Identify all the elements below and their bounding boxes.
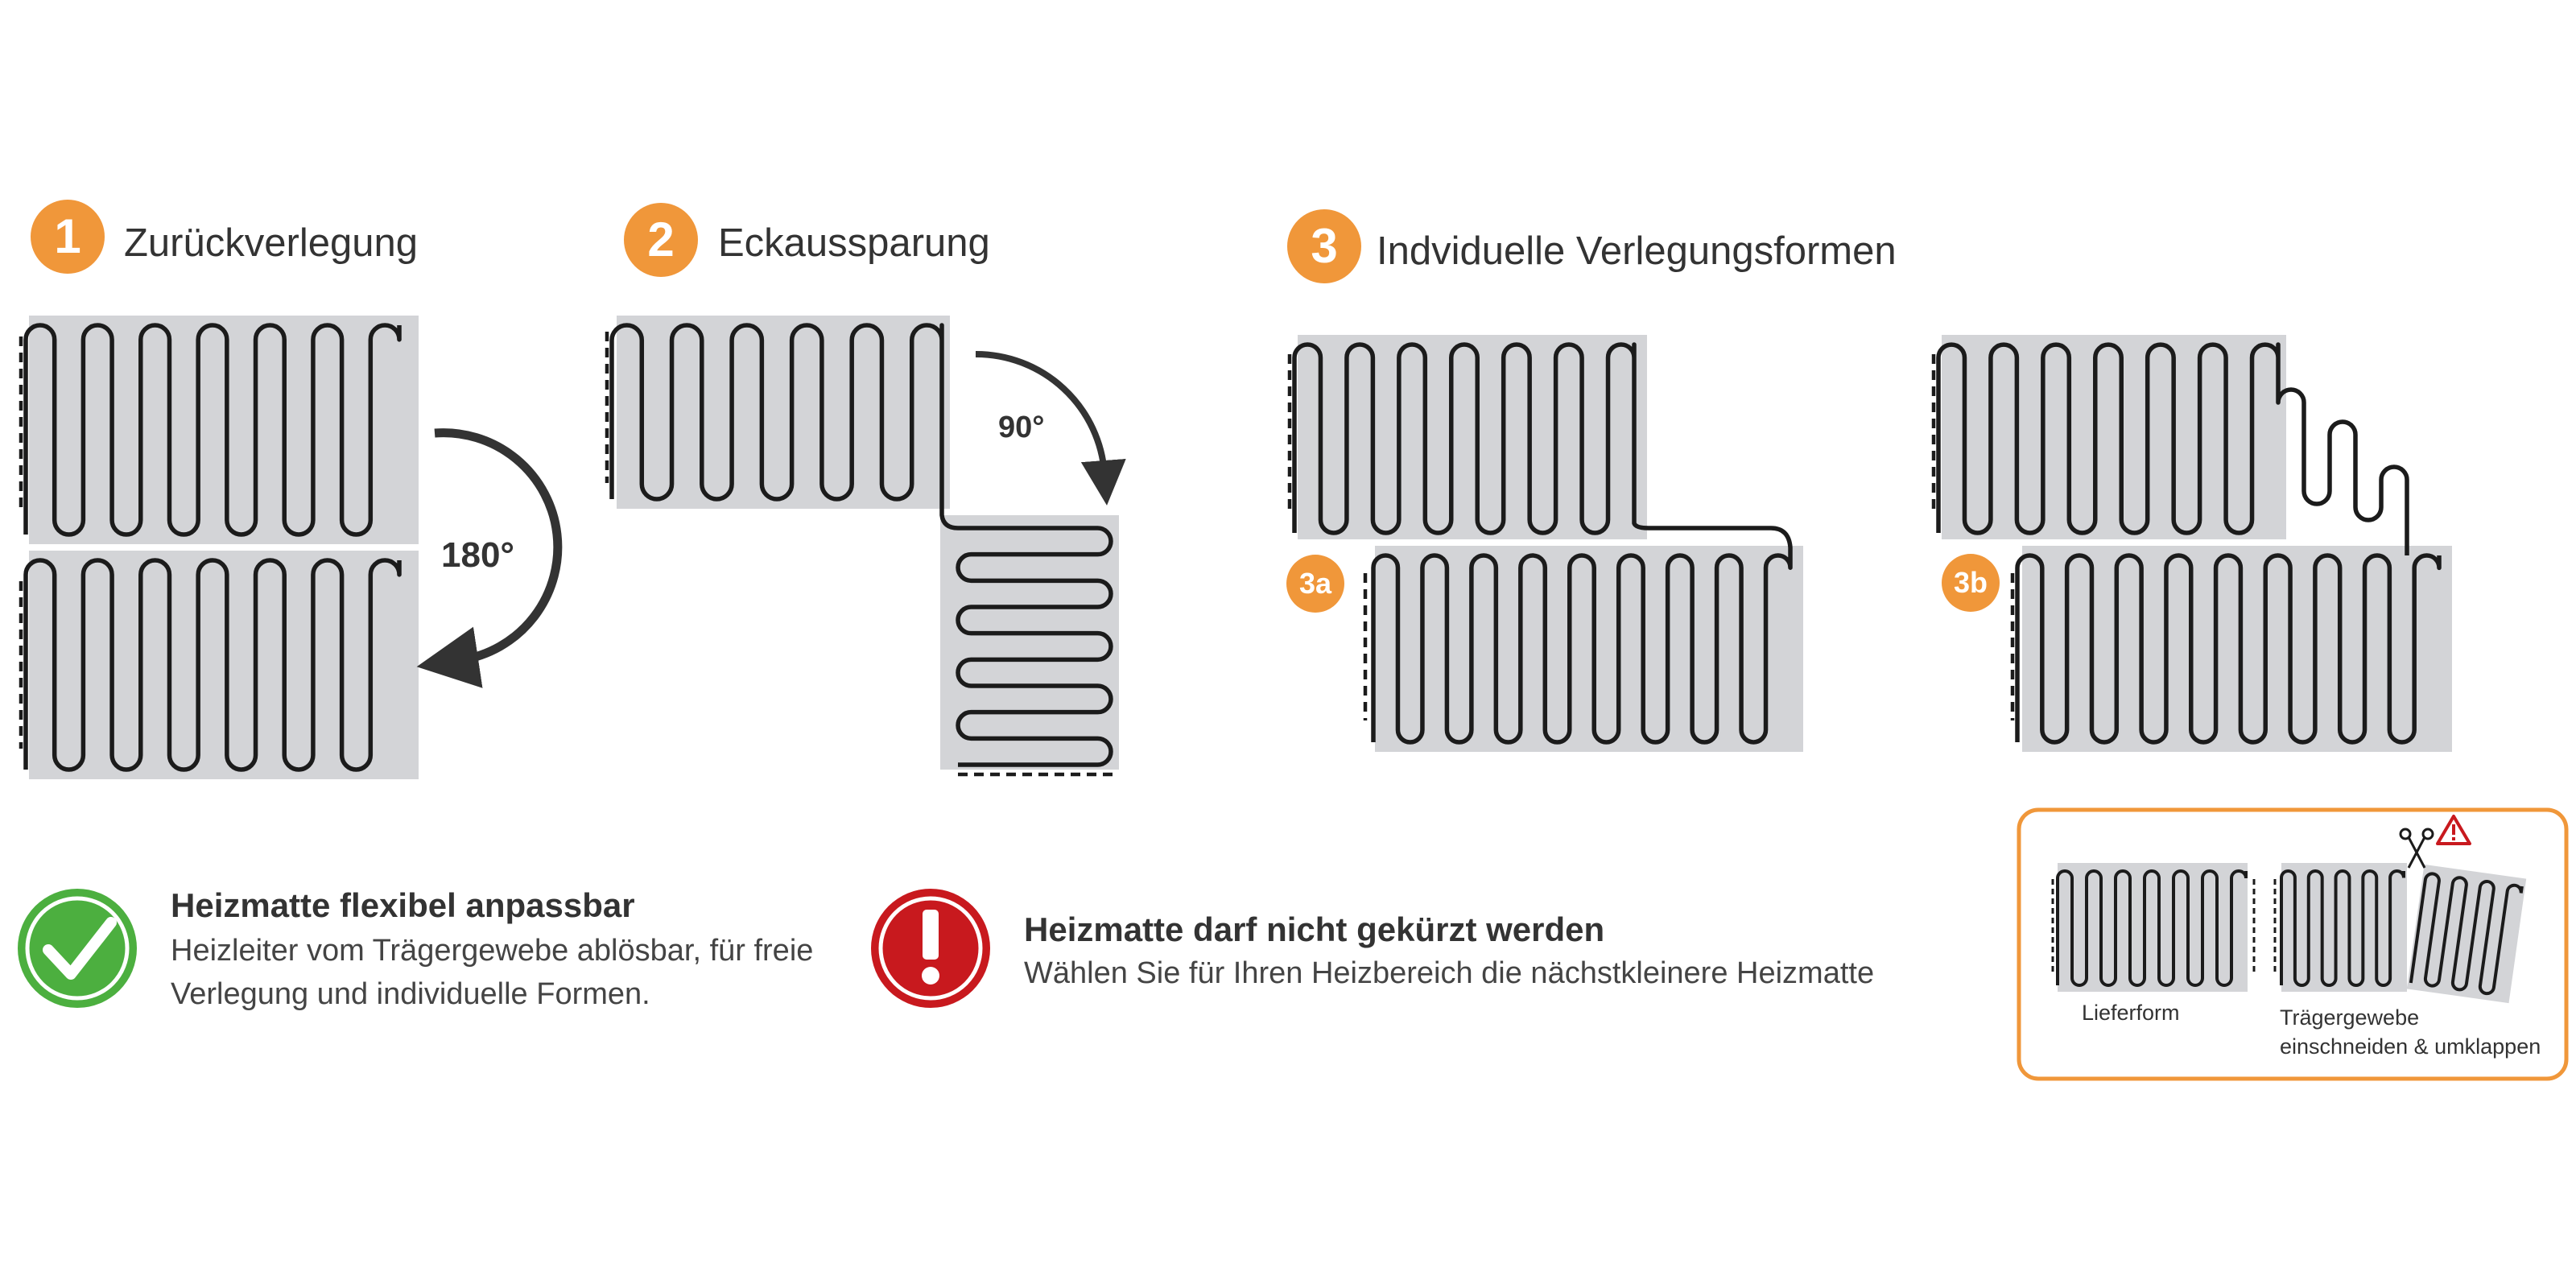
inset-wire-delivered bbox=[2056, 869, 2248, 987]
inset-mat-folded bbox=[2406, 864, 2527, 1004]
step-3-badge bbox=[1287, 209, 1361, 283]
inset-caption-cut-1: Trägergewebe bbox=[2280, 1005, 2420, 1030]
wire-1-top bbox=[23, 323, 402, 537]
exclamation-icon-dot bbox=[922, 967, 939, 985]
checkmark-icon bbox=[18, 889, 137, 1008]
exclamation-icon-ring bbox=[878, 896, 983, 1001]
wire-1-bottom bbox=[23, 558, 402, 772]
checkmark-icon-glyph bbox=[43, 917, 117, 980]
step-2-number: 2 bbox=[647, 213, 675, 266]
mat-3a-top bbox=[1298, 335, 1647, 539]
warn-note-title: Heizmatte darf nicht gekürzt werden bbox=[1024, 910, 1605, 948]
inset-wire-cut bbox=[2280, 869, 2405, 987]
mat-1-bottom bbox=[29, 551, 419, 779]
ok-note-title: Heizmatte flexibel anpassbar bbox=[171, 886, 635, 924]
rotate-arrow-icon bbox=[975, 350, 1126, 506]
step-1-number: 1 bbox=[54, 209, 81, 263]
step-3-title: Indviduelle Verlegungsformen bbox=[1377, 229, 1897, 273]
wire-3a-bottom bbox=[1371, 553, 1793, 745]
wire-3a-top bbox=[1292, 342, 1793, 555]
wire-2-top bbox=[609, 323, 959, 530]
angle-180-label: 180° bbox=[441, 535, 515, 575]
variant-3b-badge bbox=[1942, 554, 2000, 612]
variant-3a-label: 3a bbox=[1298, 567, 1332, 600]
variant-3a-badge bbox=[1286, 555, 1344, 613]
exclamation-icon-bar bbox=[923, 910, 939, 960]
inset-caption-cut-2: einschneiden & umklappen bbox=[2280, 1034, 2541, 1059]
inset-caption-delivered: Lieferform bbox=[2082, 1001, 2180, 1025]
mat-2-rotated bbox=[940, 515, 1119, 770]
step-1-title: Zurückverlegung bbox=[124, 221, 418, 265]
warning-triangle-icon bbox=[2436, 815, 2471, 845]
wire-3b-bottom bbox=[2015, 553, 2442, 745]
mat-1-top bbox=[29, 316, 419, 544]
mat-3b-top bbox=[1942, 335, 2286, 539]
checkmark-icon-ring bbox=[25, 896, 130, 1001]
wire-3b-top bbox=[1936, 342, 2409, 555]
angle-90-label: 90° bbox=[998, 411, 1045, 444]
variant-3b-label: 3b bbox=[1953, 566, 1988, 599]
inset-mat-cut bbox=[2281, 863, 2407, 992]
wire-2-rotated bbox=[956, 526, 1113, 767]
step-1-badge bbox=[31, 200, 105, 274]
step-2-badge bbox=[624, 203, 698, 277]
warn-note-body: Wählen Sie für Ihren Heizbereich die näc… bbox=[1024, 956, 1875, 990]
step-3-number: 3 bbox=[1311, 219, 1338, 273]
step-2-title: Eckaussparung bbox=[718, 221, 990, 265]
rotate-arrow-icon bbox=[416, 428, 563, 688]
scissors-icon bbox=[2399, 828, 2434, 869]
ok-note-body: Heizleiter vom Trägergewebe ablösbar, fü… bbox=[171, 934, 814, 1011]
